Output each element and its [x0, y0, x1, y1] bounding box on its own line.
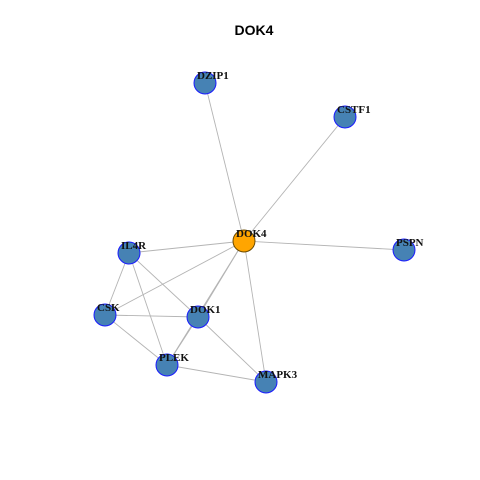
edge-csk-plek: [104, 314, 168, 366]
node-label-dok4: DOK4: [236, 228, 267, 240]
edge-dok1-mapk3: [197, 316, 267, 383]
node-pspn[interactable]: [392, 238, 416, 262]
node-dzip1[interactable]: [193, 71, 217, 95]
edge-csk-dok1: [104, 314, 199, 318]
edge-dok4-dzip1: [204, 82, 245, 242]
edge-plek-mapk3: [166, 364, 267, 383]
node-label-plek: PLEK: [159, 352, 189, 364]
node-label-pspn: PSPN: [396, 237, 424, 249]
node-label-csk: CSK: [97, 302, 120, 314]
graph-title: DOK4: [235, 22, 274, 38]
node-mapk3[interactable]: [254, 370, 278, 394]
edge-il4r-dok1: [128, 252, 199, 318]
node-cstf1[interactable]: [333, 105, 357, 129]
edge-dok4-pspn: [243, 240, 405, 251]
node-layer: [93, 71, 416, 394]
node-label-dzip1: DZIP1: [197, 70, 229, 82]
edge-dok4-cstf1: [243, 116, 346, 242]
edge-dok4-mapk3: [243, 240, 267, 383]
node-il4r[interactable]: [117, 241, 141, 265]
node-label-mapk3: MAPK3: [258, 369, 298, 381]
node-csk[interactable]: [93, 303, 117, 327]
edge-dok4-csk: [104, 240, 245, 316]
node-label-cstf1: CSTF1: [337, 104, 371, 116]
node-dok4[interactable]: [232, 229, 256, 253]
node-dok1[interactable]: [186, 305, 210, 329]
node-label-il4r: IL4R: [121, 240, 147, 252]
node-plek[interactable]: [155, 353, 179, 377]
node-label-dok1: DOK1: [190, 304, 221, 316]
edge-dok4-il4r: [128, 240, 245, 254]
edge-il4r-plek: [128, 252, 168, 366]
